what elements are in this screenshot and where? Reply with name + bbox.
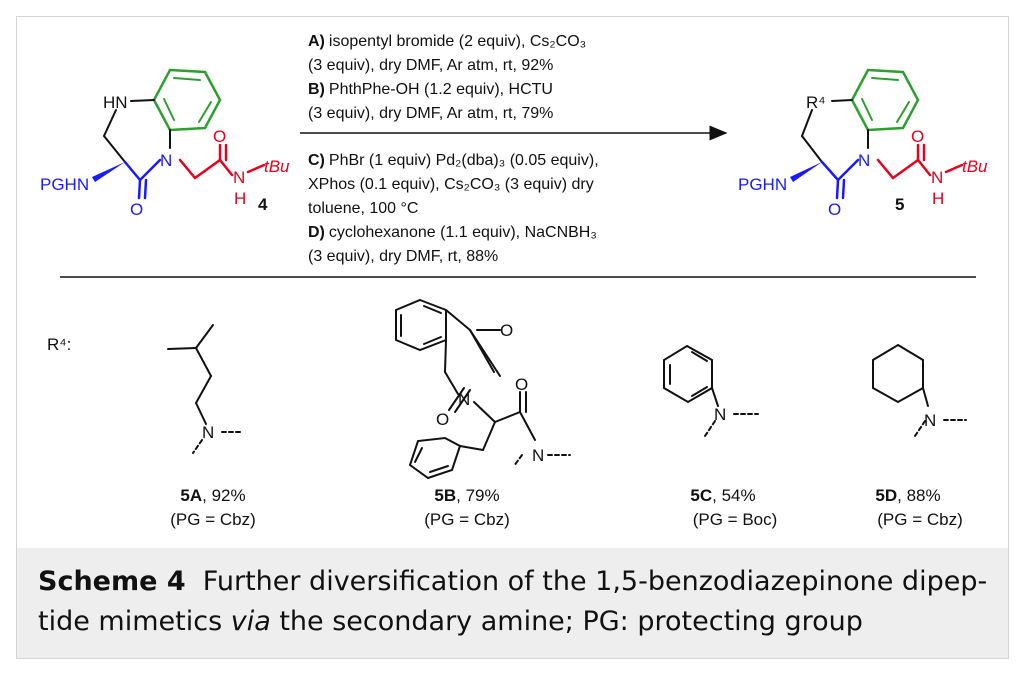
tbu-label: tBu [264,157,290,176]
structure-5a-n: N [202,423,214,442]
structure-5d-n: N [924,411,936,430]
reagent-a-line2: (3 equiv), dry DMF, Ar atm, rt, 92% [308,57,553,74]
variant-5b-pg: (PG = Cbz) [424,510,510,529]
reagent-d-line1: D)cyclohexanone (1.1 equiv), NaCNBH₃ [308,224,597,241]
product-tbu-label: tBu [962,157,988,176]
variant-5a-pg: (PG = Cbz) [170,510,256,529]
structure-5b-n-imide: N [458,390,470,409]
caption-line2: tide mimetics via the secondary amine; P… [38,602,988,642]
lactam-o-label: O [130,200,143,219]
product-ring-n-label: N [858,151,870,170]
scheme-caption: Scheme 4 Further diversification of the … [38,562,988,642]
pghn-label: PGHN [40,175,89,194]
reagent-c-line1: C)PhBr (1 equiv) Pd₂(dba)₃ (0.05 equiv), [308,152,599,169]
variant-5b-label: 5B, 79% [434,486,499,505]
amide-n-label: N [233,168,245,187]
structure-5c [663,344,759,437]
reagent-a-line1: A)isopentyl bromide (2 equiv), Cs₂CO₃ [308,33,586,50]
caption-text1: Further diversification of the 1,5-benzo… [202,566,988,597]
variant-5c-label: 5C, 54% [690,486,755,505]
reagent-b-line1: B)PhthPhe-OH (1.2 equiv), HCTU [308,81,553,98]
caption-box [17,548,1008,658]
compound-4-number: 4 [258,195,268,214]
structure-5b [395,298,571,480]
caption-lead: Scheme 4 [38,566,186,597]
ring-n-label: N [160,151,172,170]
variant-5a-label: 5A, 92% [180,486,245,505]
structure-5b-o-amide: O [515,375,528,394]
reagent-c-line2: XPhos (0.1 equiv), Cs₂CO₃ (3 equiv) dry [308,176,594,193]
product-pghn-label: PGHN [738,175,787,194]
variant-labels: 5A, 92% (PG = Cbz) 5B, 79% (PG = Cbz) 5C… [170,486,963,529]
reagent-b-line2: (3 equiv), dry DMF, Ar atm, rt, 79% [308,105,553,122]
hn-label: HN [103,93,128,112]
structure-5b-o-top: O [500,321,513,340]
structure-5d [872,343,967,437]
caption-text2c: the secondary amine; PG: protecting grou… [270,606,863,637]
product-amide-o-label: O [911,127,924,146]
product-amide-n-label: N [931,168,943,187]
variant-5d-pg: (PG = Cbz) [877,510,963,529]
caption-line1: Scheme 4 Further diversification of the … [38,562,988,602]
product-r4-label: R⁴ [806,93,826,112]
structure-5a [167,324,244,454]
caption-text2a: tide mimetics [38,606,231,637]
variant-5d-label: 5D, 88% [875,486,940,505]
variant-5c-pg: (PG = Boc) [693,510,778,529]
amide-o-label: O [213,127,226,146]
product-5: R⁴ PGHN N O O N H tBu 5 [738,68,988,219]
reagent-d-line2: (3 equiv), dry DMF, rt, 88% [308,248,498,265]
caption-text2b: via [230,606,271,637]
starting-material-4: HN PGHN N O O N H tBu 4 [40,68,290,219]
amide-h-label: H [234,189,246,208]
compound-5-number: 5 [895,195,904,214]
r4-heading: R⁴: [47,335,71,354]
product-amide-h-label: H [932,189,944,208]
product-lactam-o-label: O [828,200,841,219]
structure-5c-n: N [714,405,726,424]
structure-5b-o-bottom: O [436,410,449,429]
structure-5b-n-amide: N [532,446,544,465]
reagent-c-line3: toluene, 100 °C [308,200,418,217]
reagent-conditions: A)isopentyl bromide (2 equiv), Cs₂CO₃ (3… [308,33,599,265]
